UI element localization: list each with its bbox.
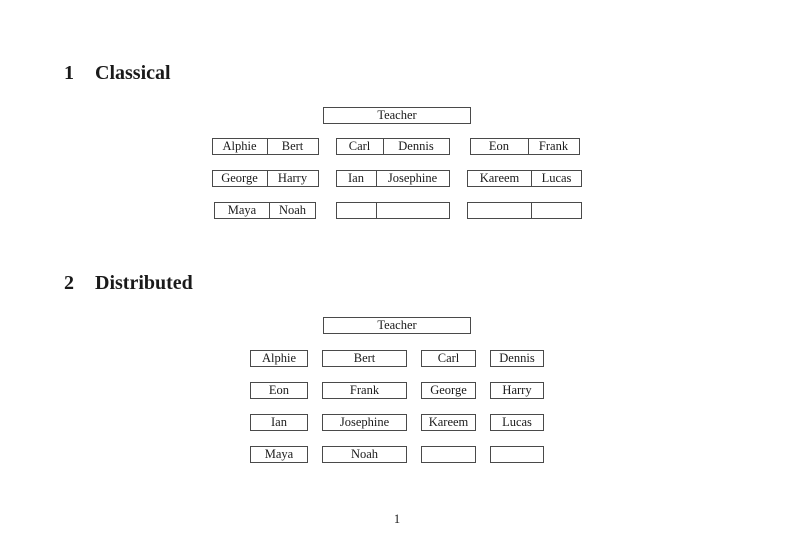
empty-seat-cell [375,203,449,218]
empty-desk [335,202,450,219]
seat-cell: Dennis [382,139,449,154]
student-desk: Josephine [322,414,407,431]
empty-seat-cell [531,203,581,218]
student-desk: Carl Dennis [335,138,450,155]
student-desk: Ian Josephine [335,170,450,187]
desk-slot [466,202,583,219]
section-title: Classical [95,62,171,84]
seat-cell: Harry [266,171,318,186]
teacher-row: Teacher [0,317,794,334]
seat-cell: Carl [348,139,371,153]
desk-slot: Alphie Bert [211,138,319,155]
empty-seat-cell [468,203,531,218]
teacher-row: Teacher [0,107,794,124]
seat-cell: Frank [527,139,579,154]
section-title: Distributed [95,272,193,294]
empty-seat-cell [337,203,376,218]
empty-desk [421,446,476,463]
desk-slot: Carl Dennis [335,138,450,155]
student-desk: Bert [322,350,407,367]
section-number: 2 [64,272,74,294]
student-desk: Eon Frank [469,138,580,155]
distributed-seating-diagram: Teacher Alphie Bert Carl Dennis Eon Fran… [0,317,794,463]
seat-cell: Bert [266,139,318,154]
student-desk: Kareem [421,414,476,431]
student-desk: Dennis [490,350,544,367]
seat-cell: Ian [348,171,364,185]
page-number: 1 [393,512,401,526]
student-desk: Alphie [250,350,308,367]
teacher-desk: Teacher [323,317,471,334]
student-desk: Lucas [490,414,544,431]
empty-desk [467,202,582,219]
empty-desk [490,446,544,463]
seat-cell: Josephine [375,171,449,186]
desk-grid: Alphie Bert Carl Dennis Eon Frank George… [0,350,794,463]
student-desk: Maya Noah [214,202,316,219]
student-desk: Maya [250,446,308,463]
student-desk: Carl [421,350,476,367]
student-desk: Harry [490,382,544,399]
student-desk: George Harry [211,170,319,187]
student-desk: Eon [250,382,308,399]
seat-cell: George [221,171,258,185]
seat-cell: Eon [488,139,510,153]
seat-cell: Noah [269,203,315,218]
student-desk: Kareem Lucas [467,170,582,187]
desk-row: Ian Josephine Kareem Lucas [0,414,794,431]
student-desk: Frank [322,382,407,399]
desk-row: Alphie Bert Carl Dennis Eon Frank [0,138,794,155]
desk-row: Alphie Bert Carl Dennis [0,350,794,367]
desk-row: Maya Noah [0,446,794,463]
desk-slot: Maya Noah [211,202,319,219]
desk-row: George Harry Ian Josephine Kareem Lucas [0,170,794,187]
section-heading-distributed: 2 Distributed [64,272,193,294]
seat-cell: Alphie [222,139,257,153]
section-number: 1 [64,62,74,84]
desk-row: Eon Frank George Harry [0,382,794,399]
student-desk: George [421,382,476,399]
desk-slot: Eon Frank [466,138,583,155]
seat-cell: Maya [227,203,257,217]
teacher-desk: Teacher [323,107,471,124]
desk-slot [335,202,450,219]
classical-seating-diagram: Teacher Alphie Bert Carl Dennis [0,107,794,219]
desk-grid: Alphie Bert Carl Dennis Eon Frank [0,138,794,219]
section-heading-classical: 1 Classical [64,62,171,84]
student-desk: Noah [322,446,407,463]
student-desk: Alphie Bert [211,138,319,155]
seat-cell: Kareem [479,171,520,185]
desk-slot: George Harry [211,170,319,187]
desk-row: Maya Noah [0,202,794,219]
desk-slot: Ian Josephine [335,170,450,187]
desk-slot: Kareem Lucas [466,170,583,187]
student-desk: Ian [250,414,308,431]
seat-cell: Lucas [531,171,581,186]
